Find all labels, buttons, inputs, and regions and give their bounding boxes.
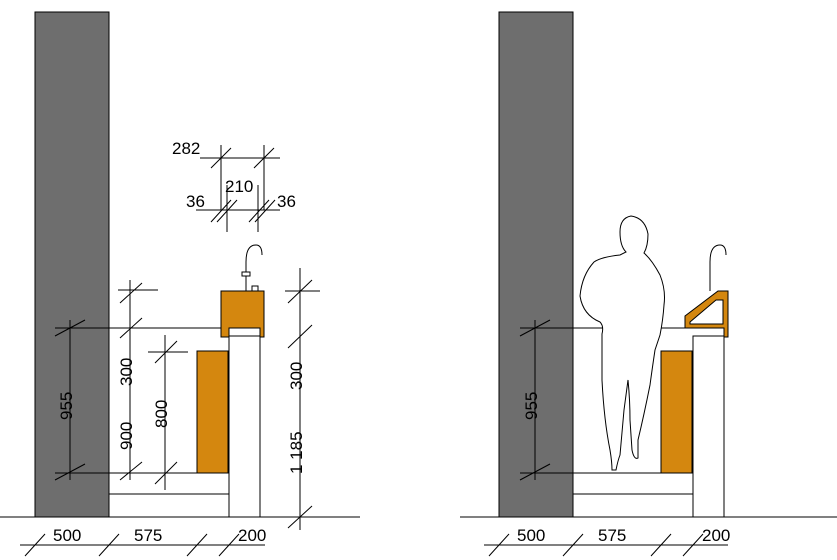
tick-1185-top xyxy=(287,279,313,304)
tick-b-1 xyxy=(24,533,46,557)
tick-282-right xyxy=(253,147,275,169)
tick-300r-bot xyxy=(287,324,313,349)
dim-210: 210 xyxy=(225,177,253,196)
dim-900: 900 xyxy=(117,422,136,450)
left-tap-base xyxy=(251,285,259,292)
tick-rb-2 xyxy=(562,533,584,557)
left-tap-icon xyxy=(245,244,263,278)
dim-575-left: 575 xyxy=(134,526,162,545)
left-wood-panel xyxy=(196,350,229,474)
tick-36-c xyxy=(248,199,270,223)
dim-282: 282 xyxy=(172,139,200,158)
dim-955-right: 955 xyxy=(522,392,541,420)
person-silhouette xyxy=(579,215,665,471)
tick-36-b xyxy=(216,199,238,223)
tick-1185-bot xyxy=(287,505,313,529)
dim-300-inner: 300 xyxy=(117,358,136,386)
tick-rb-1 xyxy=(488,533,510,557)
dim-955-left: 955 xyxy=(57,392,76,420)
dim-36-left: 36 xyxy=(186,192,205,211)
dim-200-right: 200 xyxy=(702,526,730,545)
tick-r955-bot xyxy=(519,463,551,481)
tick-rb-3 xyxy=(650,533,672,557)
tick-b-2 xyxy=(98,533,120,557)
dim-300-right: 300 xyxy=(287,362,306,390)
right-fountain-inner xyxy=(689,299,724,325)
right-elevation: 955 500 575 200 xyxy=(460,11,837,557)
left-fountain-box xyxy=(220,290,265,338)
dim-500-left: 500 xyxy=(53,526,81,545)
left-wall xyxy=(34,11,110,518)
dim-1185: 1 185 xyxy=(287,431,306,474)
tick-800-bot xyxy=(154,461,178,485)
tick-rb-4 xyxy=(682,533,704,557)
left-elevation: 955 300 900 800 300 1 185 282 xyxy=(0,11,360,557)
dim-200-left: 200 xyxy=(238,526,266,545)
tick-800-top xyxy=(154,340,178,364)
right-wood-panel xyxy=(660,350,693,474)
tick-36-d xyxy=(254,199,276,223)
dim-575-right: 575 xyxy=(598,526,626,545)
left-tap-handle xyxy=(241,271,251,277)
dim-36-right: 36 xyxy=(277,192,296,211)
tick-b-4 xyxy=(218,533,240,557)
tick-b-3 xyxy=(186,533,208,557)
right-pillar xyxy=(692,335,725,518)
tick-900-bot xyxy=(119,461,143,481)
tick-955-bot xyxy=(54,463,86,481)
right-wall xyxy=(498,11,574,518)
right-tap-icon xyxy=(709,244,727,291)
tick-36-a xyxy=(210,199,232,223)
tick-300-bot xyxy=(119,317,143,339)
tick-300-top xyxy=(119,282,143,304)
dim-800: 800 xyxy=(152,400,171,428)
dim-500-right: 500 xyxy=(517,526,545,545)
tick-282-left xyxy=(210,147,232,169)
left-pillar xyxy=(228,335,261,518)
